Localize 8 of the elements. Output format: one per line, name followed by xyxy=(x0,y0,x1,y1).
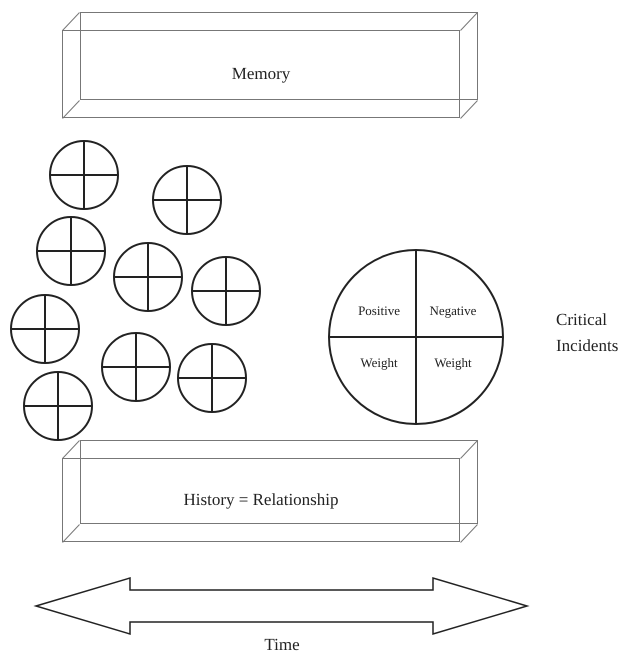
caption-text: Critical Incidents xyxy=(556,309,620,357)
quadrant-label: Negative xyxy=(430,302,476,319)
quadrant-label: Positive xyxy=(358,302,400,319)
box-label: Memory xyxy=(232,64,290,84)
quadrant-label: Weight xyxy=(360,355,398,372)
quadrant-label: Weight xyxy=(434,355,472,372)
axis-label: Time xyxy=(264,635,300,655)
box-label: History = Relationship xyxy=(183,490,339,510)
